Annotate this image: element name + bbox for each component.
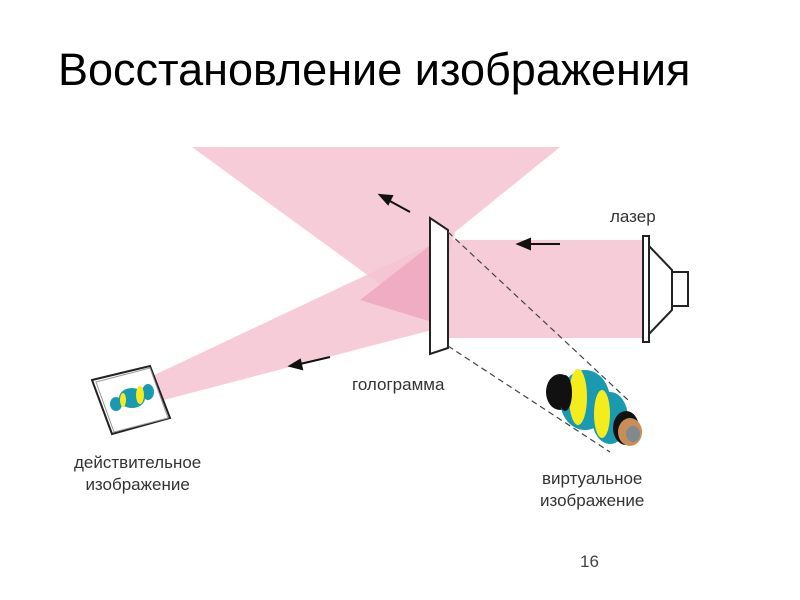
real-image-label: действительное изображение bbox=[74, 452, 201, 496]
real-image-label-line2: изображение bbox=[85, 475, 190, 494]
slide-title: Восстановление изображения bbox=[58, 44, 691, 95]
laser-device-icon bbox=[642, 235, 689, 343]
vase-icon bbox=[110, 384, 154, 411]
page-number: 16 bbox=[580, 552, 599, 571]
hologram-plate bbox=[429, 216, 449, 356]
arrow-up-left-icon bbox=[377, 193, 411, 213]
beam-overlap bbox=[360, 244, 432, 322]
virtual-image-label-line2: изображение bbox=[540, 491, 645, 510]
real-image-label-line1: действительное bbox=[74, 453, 202, 472]
virtual-image-label: виртуальное изображение bbox=[540, 468, 644, 512]
laser-label: лазер bbox=[610, 207, 656, 226]
hologram-label: голограмма bbox=[352, 375, 445, 394]
arrow-down-left-icon bbox=[287, 356, 331, 371]
diffracted-beam bbox=[192, 147, 560, 322]
dashed-line-lower bbox=[447, 345, 611, 453]
virtual-image-label-line1: виртуальное bbox=[541, 469, 643, 488]
dashed-line-upper bbox=[447, 231, 629, 401]
laser-beam bbox=[440, 240, 644, 338]
converging-beam bbox=[148, 244, 432, 402]
virtual-image-vase-icon bbox=[546, 369, 642, 446]
arrow-left-icon bbox=[515, 237, 560, 251]
